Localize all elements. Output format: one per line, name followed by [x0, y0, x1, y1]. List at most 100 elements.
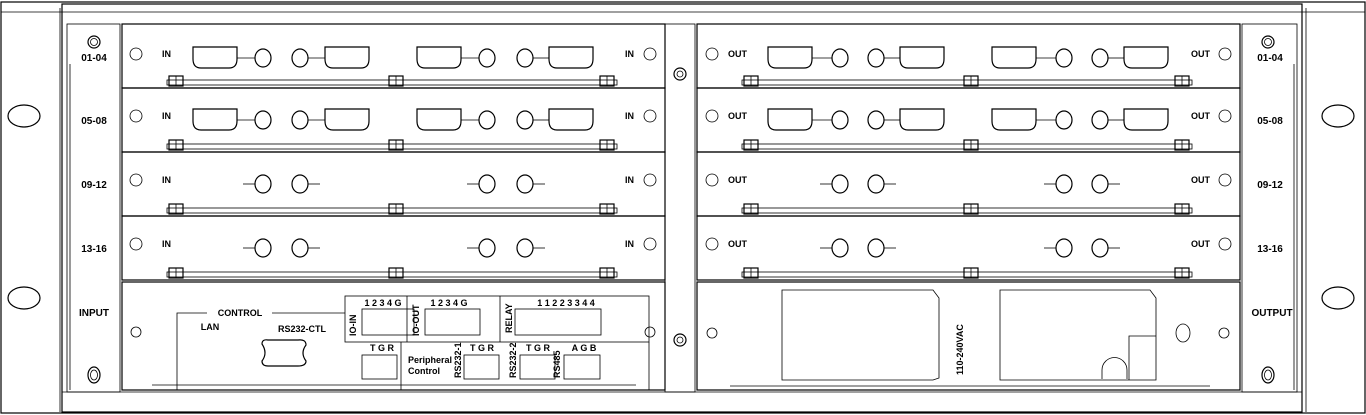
- led-indicator-icon: [129, 47, 143, 61]
- hdmi-port[interactable]: [548, 108, 594, 131]
- bnc-port-icon[interactable]: [516, 48, 534, 68]
- lan-label: LAN: [201, 322, 220, 332]
- center-divider: [664, 23, 696, 393]
- input-row-labels: 01-04 05-08 09-12 13-16 INPUT: [79, 53, 109, 319]
- screw-icon: [87, 366, 101, 384]
- card-label: IN: [162, 175, 171, 185]
- hdmi-port[interactable]: [324, 46, 370, 69]
- card-label: IN: [162, 239, 171, 249]
- row-label: 09-12: [1257, 180, 1283, 191]
- bnc-port-icon[interactable]: [1055, 174, 1073, 194]
- hdmi-port[interactable]: [1123, 46, 1169, 69]
- row-label: 01-04: [81, 53, 107, 64]
- io-out-terminal[interactable]: [424, 308, 481, 336]
- hdmi-port[interactable]: [192, 108, 238, 131]
- bnc-port-icon[interactable]: [1055, 238, 1073, 258]
- power-card: 110-240VAC: [696, 281, 1241, 391]
- card-label: OUT: [728, 239, 748, 249]
- mount-hole-icon: [7, 286, 41, 310]
- tgr-label: T G R: [526, 343, 550, 353]
- bnc-port-icon[interactable]: [831, 174, 849, 194]
- bnc-port-icon[interactable]: [478, 238, 496, 258]
- bnc-port-icon[interactable]: [291, 48, 309, 68]
- bnc-port-icon[interactable]: [867, 238, 885, 258]
- io-in-terminal[interactable]: [361, 308, 415, 336]
- bnc-port-icon[interactable]: [254, 174, 272, 194]
- relay-pins: 1 1 2 2 3 3 4 4: [537, 298, 595, 308]
- bnc-port-icon[interactable]: [1091, 174, 1109, 194]
- bnc-port-icon[interactable]: [1091, 110, 1109, 130]
- voltage-label: 110-240VAC: [955, 324, 965, 375]
- io-out-pins: 1 2 3 4 G: [430, 298, 467, 308]
- row-label: 05-08: [1257, 116, 1283, 127]
- hdmi-port[interactable]: [1123, 108, 1169, 131]
- bnc-port-icon[interactable]: [291, 174, 309, 194]
- hdmi-port[interactable]: [324, 108, 370, 131]
- bnc-port-icon[interactable]: [516, 110, 534, 130]
- hdmi-port[interactable]: [416, 108, 462, 131]
- card-label: OUT: [728, 175, 748, 185]
- row-label: 09-12: [81, 180, 107, 191]
- right-label-column: [1241, 23, 1298, 393]
- bnc-port-icon[interactable]: [516, 238, 534, 258]
- bnc-port-icon[interactable]: [478, 48, 496, 68]
- bnc-port-icon[interactable]: [291, 238, 309, 258]
- db9-rs232-ctl-port[interactable]: [261, 339, 307, 367]
- screw-icon: [1261, 35, 1275, 49]
- screw-icon: [1218, 327, 1230, 339]
- row-label: 13-16: [1257, 244, 1283, 255]
- bnc-port-icon[interactable]: [478, 174, 496, 194]
- row-label: 13-16: [81, 244, 107, 255]
- rs232-2-terminal[interactable]: [519, 354, 556, 380]
- bnc-port-icon[interactable]: [254, 110, 272, 130]
- io-out-label: IO-OUT: [411, 304, 421, 336]
- bnc-port-icon[interactable]: [831, 110, 849, 130]
- rs232-control-terminal[interactable]: [361, 354, 398, 380]
- hdmi-port[interactable]: [899, 108, 945, 131]
- led-indicator-icon: [705, 47, 719, 61]
- rs232-1-terminal[interactable]: [463, 354, 500, 380]
- card-label: IN: [625, 111, 634, 121]
- rs485-label: RS485: [552, 350, 562, 378]
- bnc-port-icon[interactable]: [478, 110, 496, 130]
- led-indicator-icon: [643, 109, 657, 123]
- hdmi-port[interactable]: [192, 46, 238, 69]
- bnc-port-icon[interactable]: [831, 48, 849, 68]
- power-switch[interactable]: [1101, 357, 1128, 379]
- rs485-terminal[interactable]: [563, 354, 601, 380]
- card-rail: [741, 143, 1193, 150]
- hdmi-port[interactable]: [548, 46, 594, 69]
- bnc-port-icon[interactable]: [1091, 238, 1109, 258]
- bnc-port-icon[interactable]: [254, 48, 272, 68]
- bnc-port-icon[interactable]: [867, 174, 885, 194]
- hdmi-port[interactable]: [991, 46, 1037, 69]
- bnc-port-icon[interactable]: [831, 238, 849, 258]
- led-indicator-icon: [129, 237, 143, 251]
- bnc-port-icon[interactable]: [867, 48, 885, 68]
- bnc-port-icon[interactable]: [867, 110, 885, 130]
- fuse-holder-icon[interactable]: [1175, 323, 1191, 343]
- card-rail: [741, 79, 1193, 86]
- hdmi-port[interactable]: [899, 46, 945, 69]
- hdmi-port[interactable]: [767, 46, 813, 69]
- card-rail: [741, 207, 1193, 214]
- led-indicator-icon: [643, 237, 657, 251]
- bnc-port-icon[interactable]: [291, 110, 309, 130]
- bnc-port-icon[interactable]: [1091, 48, 1109, 68]
- relay-terminal[interactable]: [514, 308, 602, 336]
- hdmi-port[interactable]: [416, 46, 462, 69]
- power-inlet-module[interactable]: [999, 289, 1157, 381]
- bnc-port-icon[interactable]: [254, 238, 272, 258]
- bnc-port-icon[interactable]: [1055, 48, 1073, 68]
- peripheral-label: Peripheral: [408, 355, 452, 365]
- hdmi-port[interactable]: [991, 108, 1037, 131]
- hdmi-port[interactable]: [767, 108, 813, 131]
- bnc-port-icon[interactable]: [516, 174, 534, 194]
- bnc-port-icon[interactable]: [1055, 110, 1073, 130]
- card-rail: [166, 143, 618, 150]
